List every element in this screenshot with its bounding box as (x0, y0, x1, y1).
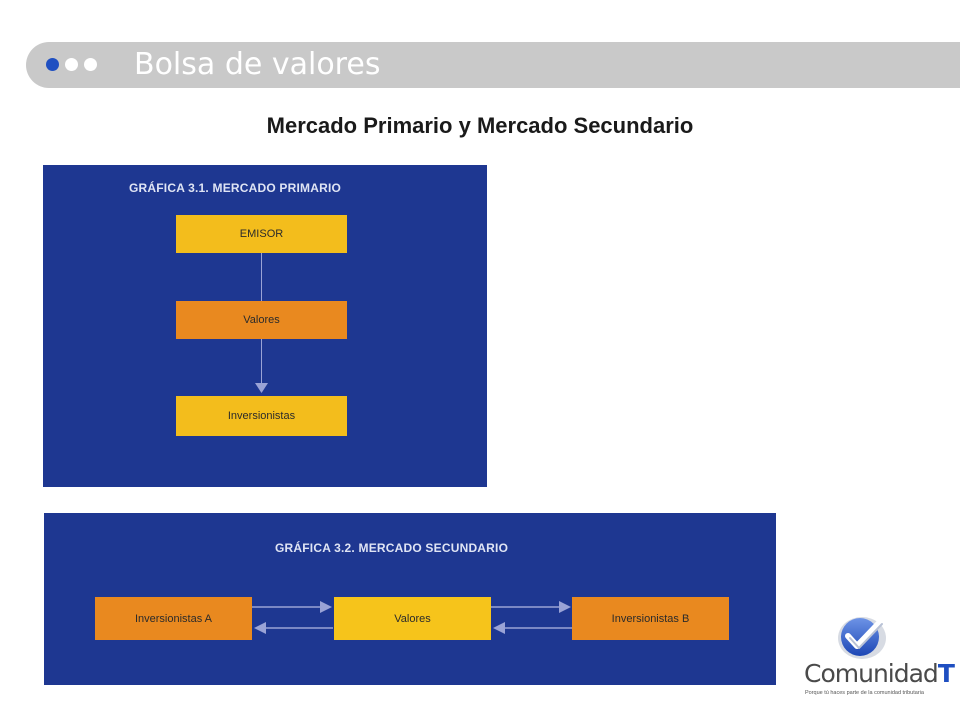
dot-icon-active (46, 58, 59, 71)
logo-wordmark: ComunidadT (804, 659, 955, 688)
node-inversionistas: Inversionistas (176, 396, 347, 436)
connector-line (261, 339, 262, 385)
node-valores: Valores (334, 597, 491, 640)
arrow-left-icon (254, 622, 266, 634)
arrow-down-icon (255, 383, 268, 393)
node-inversionistas-a: Inversionistas A (95, 597, 252, 640)
primary-market-figure: GRÁFICA 3.1. MERCADO PRIMARIO EMISOR Val… (43, 165, 487, 487)
arrow-left-icon (493, 622, 505, 634)
logo-tagline: Porque tú haces parte de la comunidad tr… (805, 690, 924, 696)
secondary-flow-arrows (252, 601, 572, 634)
comunidadt-logo: ComunidadT Porque tú haces parte de la c… (800, 612, 955, 702)
connector-line (261, 253, 262, 301)
primary-flow-arrows (255, 383, 268, 393)
secondary-market-figure: GRÁFICA 3.2. MERCADO SECUNDARIO Inversio… (44, 513, 776, 685)
node-valores: Valores (176, 301, 347, 339)
slide-dots (46, 58, 97, 71)
slide-subtitle: Mercado Primario y Mercado Secundario (266, 113, 694, 138)
node-inversionistas-b: Inversionistas B (572, 597, 729, 640)
arrow-right-icon (320, 601, 332, 613)
dot-icon (65, 58, 78, 71)
dot-icon (84, 58, 97, 71)
slide-title: Bolsa de valores (134, 47, 381, 82)
title-bar (26, 42, 960, 88)
node-emisor: EMISOR (176, 215, 347, 253)
arrow-right-icon (559, 601, 571, 613)
primary-market-heading: GRÁFICA 3.1. MERCADO PRIMARIO (129, 181, 342, 195)
checkmark-badge-icon (838, 617, 886, 659)
secondary-market-heading: GRÁFICA 3.2. MERCADO SECUNDARIO (275, 541, 509, 555)
